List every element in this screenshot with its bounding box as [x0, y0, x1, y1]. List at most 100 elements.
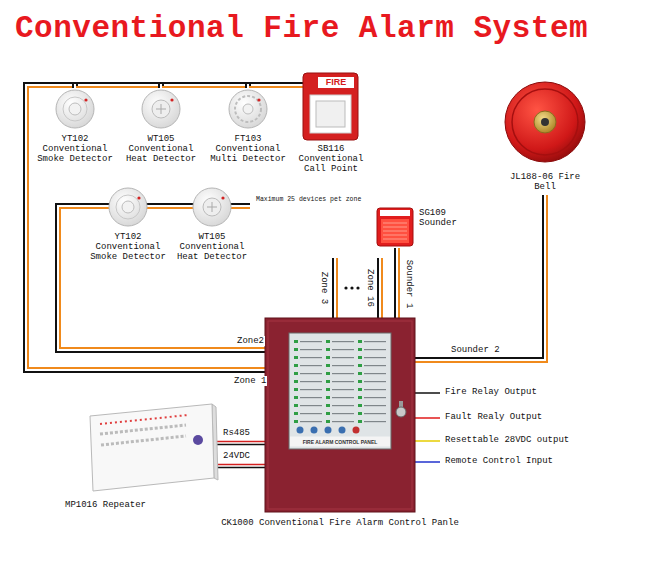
zone-note: Maximum 25 devices pet zone [255, 196, 362, 204]
wire-label: Zone 1 [233, 376, 267, 386]
wire [398, 248, 400, 318]
bell-rim [512, 89, 578, 155]
repeater-labels [101, 436, 186, 445]
wire [24, 83, 265, 372]
sounder: SG109 Sounder [375, 206, 467, 248]
detector-chamber [122, 201, 134, 213]
output-wire [415, 392, 440, 394]
wire [216, 464, 265, 466]
detector-led [84, 98, 87, 101]
detector-led [221, 196, 224, 199]
detector-chamber [243, 104, 253, 114]
panel-button [339, 427, 346, 434]
wire-label: Zone2 [236, 336, 265, 346]
wire [159, 83, 250, 88]
wire [56, 204, 265, 352]
control-panel: FIRE ALARM CONTROL PANELCK1000 Conventio… [265, 318, 415, 512]
detector-sensor [152, 100, 170, 118]
detector-ring [63, 97, 87, 121]
panel-door-edge [268, 321, 412, 509]
output-name: Fire Relay Output [444, 387, 538, 397]
wire-pair [216, 442, 265, 445]
zone-wire [377, 258, 379, 318]
output-name: Resettable 28VDC output [444, 435, 570, 445]
heat-detector-icon [142, 90, 180, 128]
smoke-detector-icon [56, 90, 94, 128]
output-wire [415, 440, 440, 442]
panel-name: FIRE ALARM CONTROL PANEL [265, 437, 415, 447]
ellipsis-dot [344, 286, 347, 289]
repeater-button [193, 435, 203, 445]
ellipsis-dot [356, 286, 359, 289]
device-label: JL188-06 Fire Bell [500, 172, 590, 192]
panel-button [353, 427, 360, 434]
panel-button [297, 427, 304, 434]
wire-pair [246, 83, 292, 88]
device-label: WT105 Conventional Heat Detector [173, 232, 251, 262]
device-label: YT102 Conventional Smoke Detector [89, 232, 167, 262]
panel-button [325, 427, 332, 434]
output-wire [415, 417, 440, 419]
repeater-leds [100, 415, 188, 424]
detector-fins [207, 202, 217, 212]
repeater: MP1016 Repeater [62, 402, 216, 513]
detector-sensor [203, 198, 221, 216]
wire-pair [24, 83, 265, 372]
fire-bell: JL188-06 Fire Bell [500, 80, 590, 195]
output-wire [415, 461, 440, 463]
panel-led-rows [294, 340, 390, 424]
repeater-labels [100, 425, 186, 434]
heat-detector: WT105 Conventional Heat Detector [173, 186, 251, 265]
bell-center [541, 118, 549, 126]
repeater-front [90, 404, 214, 491]
detector-body [142, 90, 180, 128]
multi-detector-icon [229, 90, 267, 128]
detector-chamber [69, 103, 81, 115]
detector-led [257, 98, 260, 101]
call-point: FIRE SB116 Conventional Call Point [292, 72, 370, 177]
wire-pair [415, 195, 547, 362]
detector-ring [116, 195, 140, 219]
wire [216, 441, 265, 443]
smoke-detector: YT102 Conventional Smoke Detector [36, 88, 114, 167]
wire-pair [216, 465, 265, 468]
panel-lock [396, 407, 406, 417]
wire-label: Sounder 1 [404, 259, 414, 310]
wire-pair [73, 83, 163, 88]
wire-pair [56, 204, 265, 352]
detector-led [137, 196, 140, 199]
device-label: YT102 Conventional Smoke Detector [36, 134, 114, 164]
bell-dome [505, 82, 585, 162]
detector-fins [156, 104, 166, 114]
sounder-grille [383, 223, 407, 239]
wire [216, 444, 265, 446]
zone-name: Zone 16 [365, 268, 375, 308]
smoke-detector: YT102 Conventional Smoke Detector [89, 186, 167, 265]
call-point-element [316, 101, 345, 127]
sounder-strip [380, 210, 410, 216]
wire [73, 83, 163, 88]
wire [216, 467, 265, 469]
zone-wire [381, 258, 383, 318]
wire [60, 208, 265, 348]
zone-wire [332, 258, 334, 318]
wire-pair [395, 248, 399, 318]
diagram-title: Conventional Fire Alarm System [15, 12, 588, 46]
wire-label: 24VDC [222, 451, 251, 461]
zone-name: Zone 3 [319, 271, 329, 305]
device-label: SB116 Conventional Call Point [292, 144, 370, 174]
panel-button [311, 427, 318, 434]
panel-caption: CK1000 Conventional Fire Alarm Control P… [215, 518, 465, 528]
detector-body [56, 90, 94, 128]
device-label: SG109 Sounder [419, 208, 465, 228]
call-point-sign [318, 77, 354, 88]
sounder-body [377, 208, 413, 246]
detector-body [109, 188, 147, 226]
wire [250, 87, 292, 88]
sounder-lens [381, 219, 409, 243]
device-label: MP1016 Repeater [65, 500, 215, 510]
detector-body [193, 188, 231, 226]
call-point-sign-text: FIRE [318, 77, 354, 88]
multi-detector: FT103 Conventional Multi Detector [209, 88, 287, 167]
